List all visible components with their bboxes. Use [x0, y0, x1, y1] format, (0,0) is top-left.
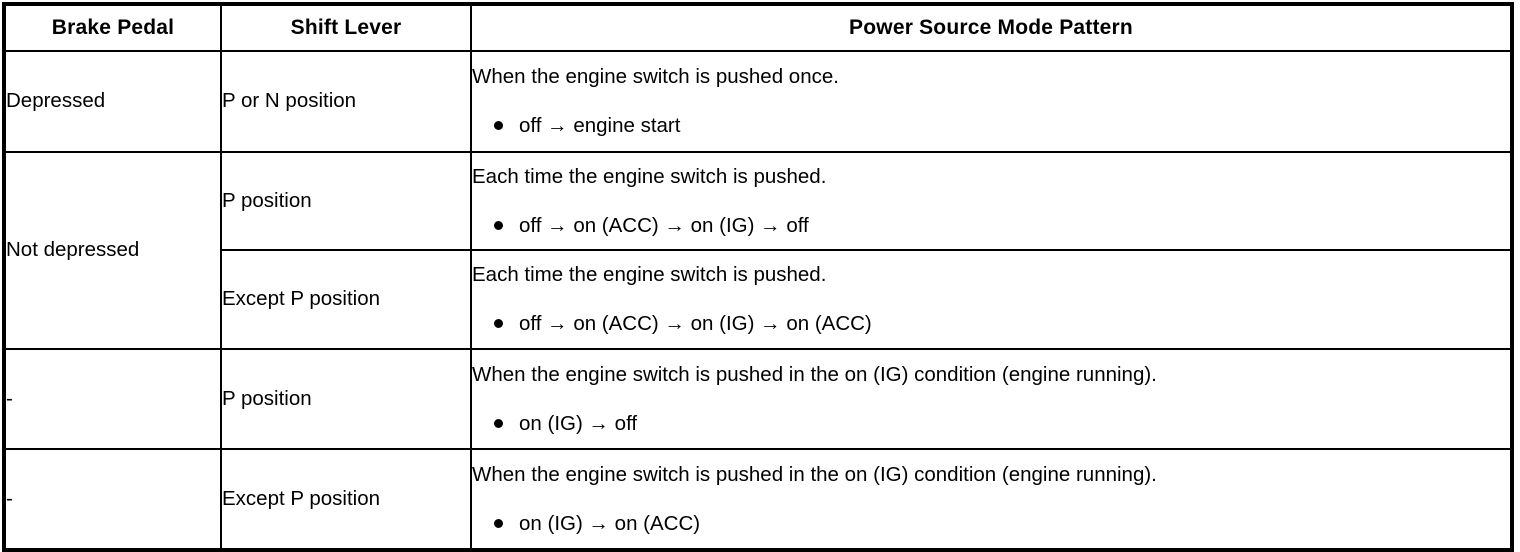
pattern-bullet-row: on (IG) → on (ACC) — [472, 511, 1510, 537]
column-header-shift-lever: Shift Lever — [220, 3, 472, 52]
cell-power-source-mode-pattern: Each time the engine switch is pushed. o… — [470, 249, 1513, 350]
column-header-brake-pedal: Brake Pedal — [3, 3, 222, 52]
pattern-intro-text: Each time the engine switch is pushed. — [472, 164, 827, 188]
cell-shift-lever: Except P position — [220, 448, 472, 551]
table-body: Depressed P or N position When the engin… — [3, 50, 1513, 551]
table-header-row: Brake Pedal Shift Lever Power Source Mod… — [3, 3, 1513, 52]
table-header: Brake Pedal Shift Lever Power Source Mod… — [3, 3, 1513, 52]
table-row: - P position When the engine switch is p… — [3, 348, 1513, 450]
cell-shift-lever: P position — [220, 348, 472, 450]
bullet-icon — [494, 518, 503, 528]
pattern-bullet-text: off → on (ACC) → on (IG) → on (ACC) — [519, 312, 872, 335]
cell-shift-lever: P position — [220, 151, 472, 251]
cell-power-source-mode-pattern: When the engine switch is pushed once. o… — [470, 50, 1513, 153]
cell-brake-pedal: Depressed — [3, 50, 222, 153]
bullet-icon — [494, 319, 503, 329]
bullet-icon — [494, 121, 503, 131]
pattern-intro-text: When the engine switch is pushed once. — [472, 65, 839, 89]
cell-brake-pedal: - — [3, 448, 222, 551]
cell-brake-pedal: - — [3, 348, 222, 450]
pattern-intro-text: When the engine switch is pushed in the … — [472, 462, 1157, 486]
table-row: - Except P position When the engine swit… — [3, 448, 1513, 551]
pattern-bullet-row: on (IG) → off — [472, 411, 1510, 437]
pattern-bullet-text: off → engine start — [519, 114, 681, 137]
table-row: Except P position Each time the engine s… — [4, 249, 1513, 350]
pattern-intro-text: Each time the engine switch is pushed. — [472, 263, 827, 287]
cell-brake-pedal: Not depressed — [3, 151, 222, 350]
table-row: Not depressed P position Each time the e… — [3, 151, 1513, 350]
pattern-bullet-text: on (IG) → on (ACC) — [519, 511, 701, 535]
pattern-bullet-text: off → on (ACC) → on (IG) → off — [519, 213, 809, 237]
bullet-icon — [494, 418, 503, 428]
pattern-bullet-row: off → on (ACC) → on (IG) → off — [472, 213, 1510, 239]
cell-shift-lever: P or N position — [220, 50, 472, 153]
bullet-icon — [494, 220, 503, 230]
cell-power-source-mode-pattern: When the engine switch is pushed in the … — [470, 348, 1513, 450]
pattern-bullet-row: off → engine start — [472, 113, 1510, 139]
table-row: Depressed P or N position When the engin… — [3, 50, 1513, 153]
column-header-power-source-mode-pattern: Power Source Mode Pattern — [470, 3, 1513, 52]
cell-shift-lever: Except P position — [220, 249, 472, 350]
cell-power-source-mode-pattern: When the engine switch is pushed in the … — [470, 448, 1513, 551]
pattern-bullet-row: off → on (ACC) → on (IG) → on (ACC) — [472, 311, 1510, 337]
pattern-intro-text: When the engine switch is pushed in the … — [472, 362, 1157, 386]
pattern-bullet-text: on (IG) → off — [519, 411, 638, 435]
cell-power-source-mode-pattern: Each time the engine switch is pushed. o… — [470, 151, 1513, 251]
